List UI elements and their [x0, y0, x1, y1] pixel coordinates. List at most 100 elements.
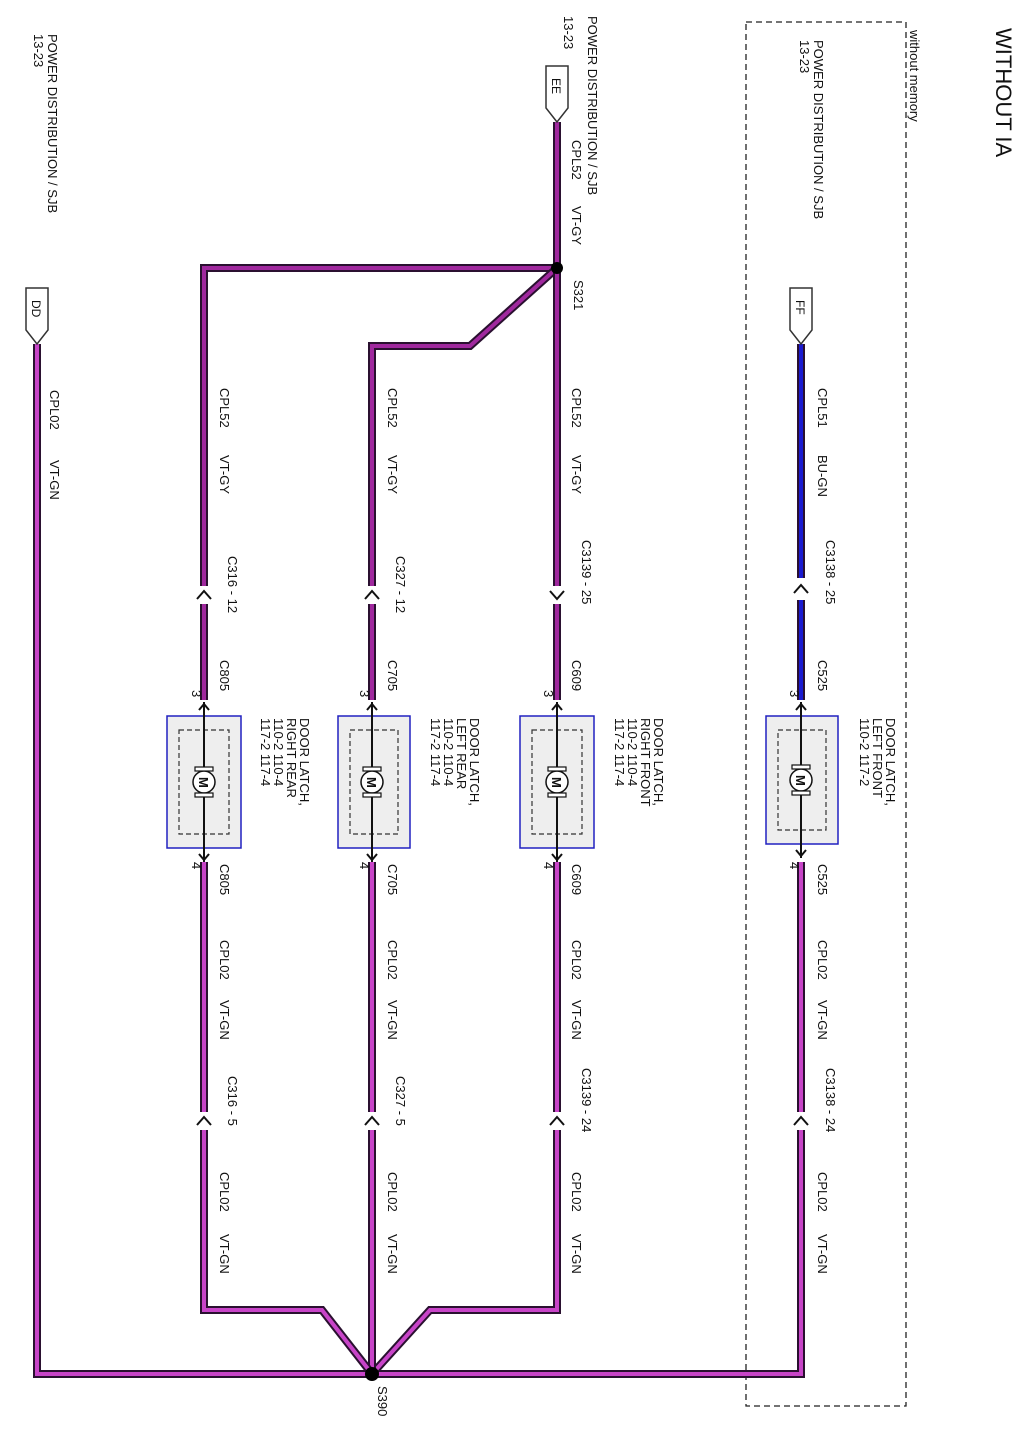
- ff-source-tag[interactable]: FF: [789, 287, 813, 346]
- motor-symbol: M: [364, 777, 379, 788]
- wire-lf-return-2-core: [372, 1130, 803, 1376]
- rr-bottom-pin: 4: [189, 862, 204, 869]
- inline-c3139-24-chevron: [549, 1115, 565, 1126]
- lf-ret-color: VT-GN: [815, 1000, 830, 1040]
- ee-source-tag[interactable]: EE: [545, 65, 569, 124]
- motor-brush-bottom: [791, 790, 811, 796]
- lf-module-line3: 110-2 117-2: [857, 718, 872, 786]
- inline-c3139-25-gap: [550, 586, 564, 604]
- inline-c327-12: [364, 586, 380, 604]
- wire-rr-return-2-core: [202, 1130, 374, 1376]
- rr-ret2-color: VT-GN: [217, 1234, 232, 1274]
- inline-c3138-24-gap: [794, 1112, 808, 1130]
- rr-ret2-circuit: CPL02: [217, 1172, 232, 1212]
- wire-rf-return-2-core: [370, 1130, 559, 1376]
- rf-bottom-conn: C609: [569, 864, 584, 895]
- rr-module-line1: DOOR LATCH,: [297, 718, 312, 806]
- ff-source-page: 13-23: [797, 40, 812, 73]
- inline-c316-5-gap: [197, 1112, 211, 1130]
- lf-module-line2: LEFT FRONT: [870, 718, 885, 798]
- top-pin-arrow: [551, 702, 563, 711]
- lf-top-pin: 3: [787, 690, 802, 697]
- wire-dd-ground-core: [35, 344, 372, 1376]
- svg-text:FF: FF: [793, 300, 807, 315]
- inline-c3138-25: [793, 580, 809, 598]
- rf-module-line2: RIGHT FRONT: [638, 718, 653, 807]
- inline-c327-12-chevron: [364, 589, 380, 600]
- ff-source-label: POWER DISTRIBUTION / SJB: [811, 40, 826, 219]
- lr-power-color: VT-GY: [385, 455, 400, 494]
- rf-ret2-circuit: CPL02: [569, 1172, 584, 1212]
- lr-bottom-pin: 4: [357, 862, 372, 869]
- lr-top-pin: 3: [357, 690, 372, 697]
- svg-text:EE: EE: [549, 78, 563, 94]
- lr-inline-top: C327 - 12: [393, 556, 408, 613]
- motor-symbol: M: [196, 777, 211, 788]
- rr-power-color: VT-GY: [217, 455, 232, 494]
- rf-top-pin: 3: [541, 690, 556, 697]
- motor-symbol: M: [793, 775, 808, 786]
- rf-inline-bottom: C3139 - 24: [579, 1068, 594, 1132]
- lf-inline-bottom: C3138 - 24: [823, 1068, 838, 1132]
- inline-c3138-25-gap: [794, 580, 808, 598]
- motor-brush-bottom: [547, 792, 567, 798]
- diagram-title: WITHOUT IA: [991, 28, 1016, 157]
- lf-module-line1: DOOR LATCH,: [883, 718, 898, 806]
- inline-c327-12-gap: [365, 586, 379, 604]
- motor-brush-bottom: [194, 792, 214, 798]
- door-latch-module-lr[interactable]: M: [337, 702, 411, 862]
- bottom-pin-arrow: [366, 853, 378, 862]
- wires: [33, 122, 805, 1378]
- motor-brush-top: [791, 764, 811, 770]
- motor-brush-top: [194, 766, 214, 772]
- lr-top-conn: C705: [385, 660, 400, 691]
- ee-source-page: 13-23: [561, 16, 576, 49]
- inline-c327-5-chevron: [364, 1115, 380, 1126]
- inline-c327-5-gap: [365, 1112, 379, 1130]
- lf-bottom-conn: C525: [815, 864, 830, 895]
- svg-text:DD: DD: [29, 300, 43, 318]
- splice-s390: [365, 1367, 379, 1381]
- wire-lf-return-2-outline: [372, 1130, 805, 1378]
- lr-module-line4: 117-2 117-4: [428, 718, 443, 786]
- rf-module-line4: 117-2 117-4: [612, 718, 627, 786]
- motor-brush-bottom: [362, 792, 382, 798]
- rf-module-line1: DOOR LATCH,: [651, 718, 666, 806]
- rr-module-line3: 110-2 110-4: [271, 718, 286, 786]
- without-memory-note: without memory: [907, 29, 922, 122]
- splice-s321: [551, 262, 563, 274]
- top-pin-arrow: [198, 702, 210, 711]
- lf-bottom-pin: 4: [787, 862, 802, 869]
- rr-module-line4: 117-2 117-4: [258, 718, 273, 786]
- top-pin-arrow: [795, 702, 807, 711]
- branch-left-rear: CPL52 VT-GY C327 - 12 C705 3 DOOR LATCH,…: [357, 388, 482, 1274]
- bottom-pin-arrow: [795, 849, 807, 858]
- rr-module-line2: RIGHT REAR: [284, 718, 299, 798]
- motor-brush-top: [362, 766, 382, 772]
- lr-ret-color: VT-GN: [385, 1000, 400, 1040]
- ee-feed-circuit: CPL52: [569, 140, 584, 180]
- lr-module-line2: LEFT REAR: [454, 718, 469, 789]
- motor-brush-top: [547, 766, 567, 772]
- ee-source-label: POWER DISTRIBUTION / SJB: [585, 16, 600, 195]
- inline-c3138-24: [793, 1112, 809, 1130]
- rf-ret-color: VT-GN: [569, 1000, 584, 1040]
- motor-icon: M: [545, 766, 569, 798]
- lr-power-circuit: CPL52: [385, 388, 400, 428]
- lf-top-conn: C525: [815, 660, 830, 691]
- wire-lr-power: [368, 265, 560, 586]
- door-latch-module-rf[interactable]: M: [519, 702, 595, 862]
- inline-c3139-25: [549, 586, 565, 604]
- dd-ground-circuit: CPL02: [47, 390, 62, 430]
- rr-power-circuit: CPL52: [217, 388, 232, 428]
- door-latch-module-lf[interactable]: M: [765, 702, 839, 858]
- motor-icon: M: [360, 766, 384, 798]
- inline-c3138-24-chevron: [793, 1115, 809, 1126]
- dd-ground-color: VT-GN: [47, 460, 62, 500]
- dd-source-page: 13-23: [31, 34, 46, 67]
- dd-source-tag[interactable]: DD: [25, 287, 49, 346]
- door-latch-module-rr[interactable]: M: [166, 702, 242, 862]
- rr-top-pin: 3: [189, 690, 204, 697]
- module-inner-dashed: [349, 729, 399, 835]
